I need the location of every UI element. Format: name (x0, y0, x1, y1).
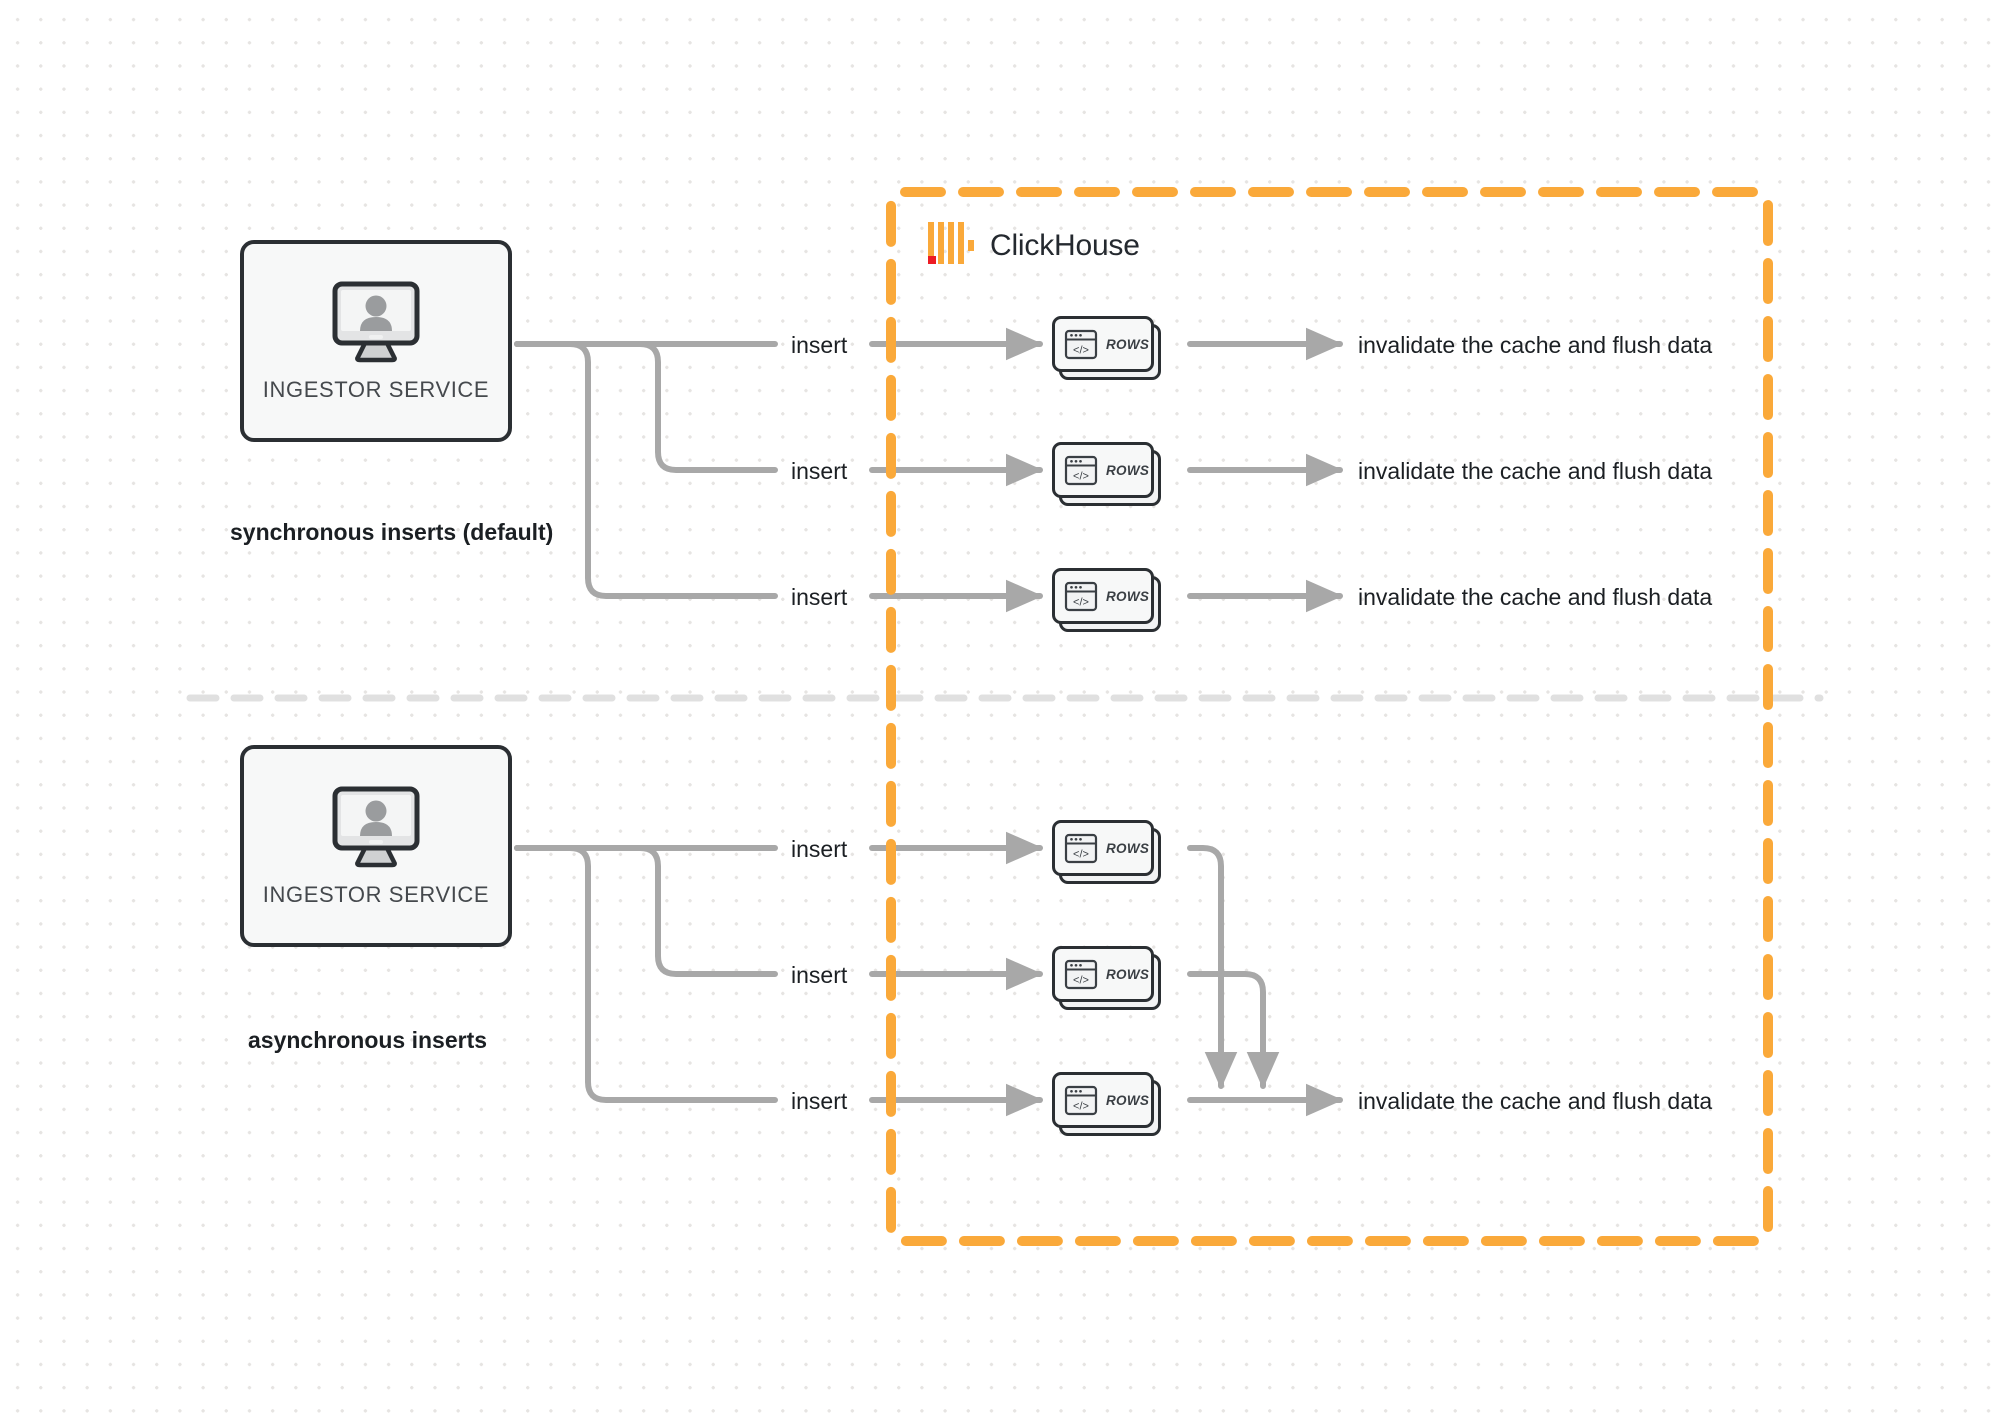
code-window-icon: </> (1064, 833, 1098, 863)
code-window-icon: </> (1064, 329, 1098, 359)
code-window-icon: </> (1064, 581, 1098, 611)
code-window-icon: </> (1064, 959, 1098, 989)
code-window-icon: </> (1064, 1085, 1098, 1115)
insert-label-sync-2: insert (791, 458, 848, 484)
rows-card-front: </> ROWS (1052, 1072, 1154, 1128)
mode-label-asynchronous: asynchronous inserts (248, 1027, 488, 1053)
rows-card-async-1[interactable]: </> ROWS (1052, 820, 1161, 884)
ingestor-service-label-sync: INGESTOR SERVICE (262, 377, 490, 402)
async-edge-fanout-3 (514, 845, 778, 1103)
ingestor-service-label-async: INGESTOR SERVICE (262, 882, 490, 907)
ingestor-service-node-async[interactable]: INGESTOR SERVICE (240, 745, 512, 947)
flush-result-label-sync-3: invalidate the cache and flush data (1358, 584, 1713, 610)
clickhouse-brand-label: ClickHouse (990, 229, 1140, 262)
rows-card-label: ROWS (1106, 336, 1150, 352)
rows-card-label: ROWS (1106, 966, 1150, 982)
rows-card-sync-2[interactable]: </> ROWS (1052, 442, 1161, 506)
async-edge-fanout-2 (514, 845, 778, 977)
insert-label-sync-3: insert (791, 584, 848, 610)
ingestor-service-node-sync[interactable]: INGESTOR SERVICE (240, 240, 512, 442)
rows-card-front: </> ROWS (1052, 568, 1154, 624)
flush-result-label-sync-1: invalidate the cache and flush data (1358, 332, 1713, 358)
monitor-user-icon (332, 786, 420, 868)
mode-label-synchronous: synchronous inserts (default) (230, 519, 554, 545)
monitor-user-icon (332, 281, 420, 363)
clickhouse-boundary (886, 187, 1773, 1246)
rows-card-front: </> ROWS (1052, 820, 1154, 876)
rows-card-label: ROWS (1106, 588, 1150, 604)
svg-text:</>: </> (1073, 470, 1089, 482)
svg-text:</>: </> (1073, 848, 1089, 860)
insert-label-async-3: insert (791, 1088, 848, 1114)
rows-card-front: </> ROWS (1052, 442, 1154, 498)
flush-result-label-async-merged: invalidate the cache and flush data (1358, 1088, 1713, 1114)
sync-edge-fanout-3 (514, 341, 778, 599)
svg-text:</>: </> (1073, 974, 1089, 986)
svg-text:</>: </> (1073, 1100, 1089, 1112)
clickhouse-logo-icon (928, 222, 974, 264)
sync-edge-fanout-2 (514, 341, 778, 473)
rows-card-front: </> ROWS (1052, 316, 1154, 372)
flush-result-label-sync-2: invalidate the cache and flush data (1358, 458, 1713, 484)
rows-card-sync-3[interactable]: </> ROWS (1052, 568, 1161, 632)
rows-card-label: ROWS (1106, 840, 1150, 856)
rows-card-label: ROWS (1106, 462, 1150, 478)
rows-card-async-2[interactable]: </> ROWS (1052, 946, 1161, 1010)
insert-label-async-2: insert (791, 962, 848, 988)
rows-card-front: </> ROWS (1052, 946, 1154, 1002)
code-window-icon: </> (1064, 455, 1098, 485)
rows-card-sync-1[interactable]: </> ROWS (1052, 316, 1161, 380)
insert-label-async-1: insert (791, 836, 848, 862)
rows-card-label: ROWS (1106, 1092, 1150, 1108)
clickhouse-brand: ClickHouse (928, 222, 1140, 264)
insert-label-sync-1: insert (791, 332, 848, 358)
svg-text:</>: </> (1073, 596, 1089, 608)
rows-card-async-3[interactable]: </> ROWS (1052, 1072, 1161, 1136)
svg-text:</>: </> (1073, 344, 1089, 356)
